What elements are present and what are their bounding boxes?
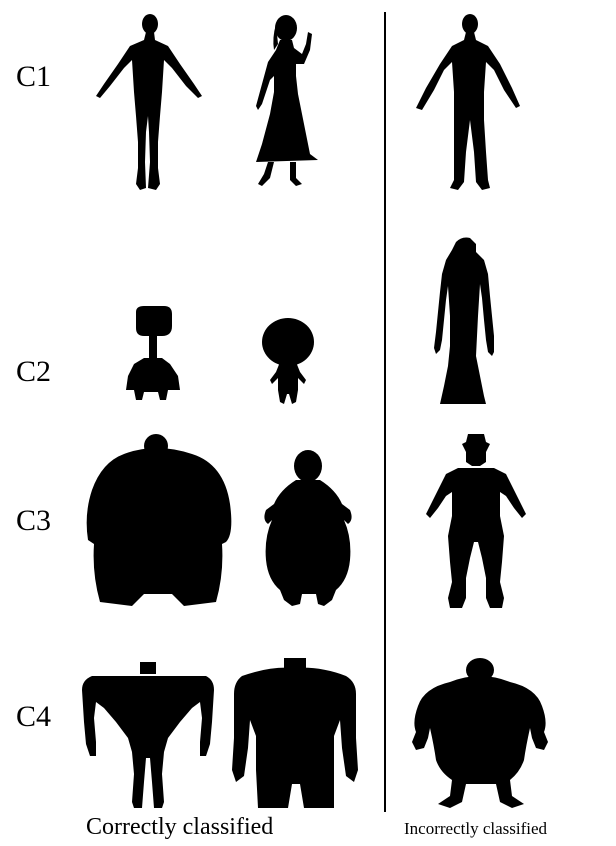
big-head-child-silhouette — [258, 318, 318, 404]
column-divider — [384, 12, 386, 812]
long-coat-character-silhouette — [230, 658, 360, 814]
wide-arm-character-silhouette — [82, 662, 216, 810]
row-label-c3: C3 — [16, 506, 51, 536]
row-label-c1: C1 — [16, 62, 51, 92]
tall-robed-figure-silhouette — [432, 236, 498, 404]
robot-silhouette — [122, 306, 184, 402]
caption-incorrectly-classified: Incorrectly classified — [404, 819, 547, 839]
human-tpose-silhouette — [94, 12, 206, 192]
caption-correctly-classified: Correctly classified — [86, 814, 273, 841]
bulky-character-silhouette — [408, 656, 554, 808]
large-round-character-silhouette — [84, 434, 234, 606]
plump-character-silhouette — [256, 450, 360, 608]
row-label-c4: C4 — [16, 702, 51, 732]
armored-character-silhouette — [424, 432, 528, 610]
human-standing-silhouette — [412, 12, 524, 190]
woman-dress-silhouette — [252, 14, 324, 190]
row-label-c2: C2 — [16, 357, 51, 387]
